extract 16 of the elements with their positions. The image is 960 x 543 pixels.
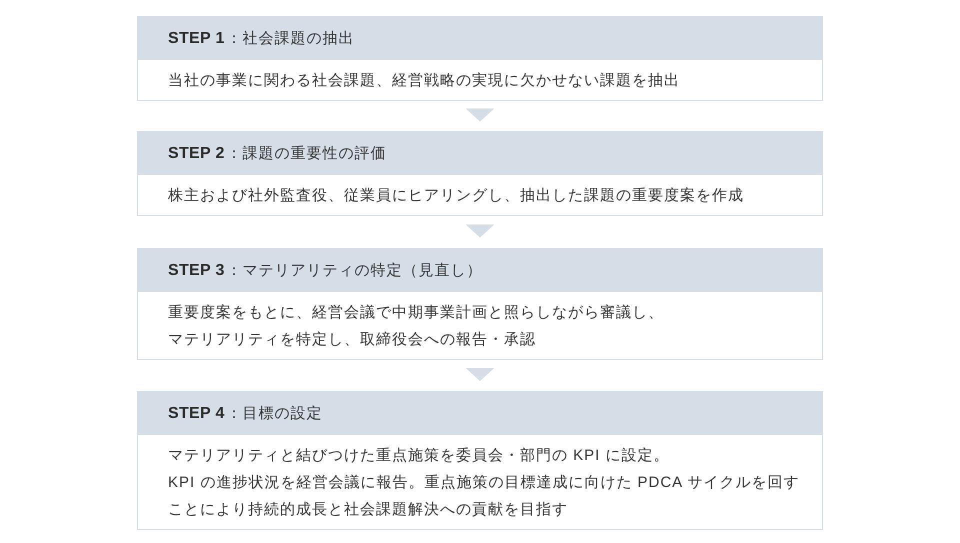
step-description: 当社の事業に関わる社会課題、経営戦略の実現に欠かせない課題を抽出 bbox=[168, 71, 680, 91]
step-heading: STEP 2：課題の重要性の評価 bbox=[138, 132, 822, 175]
step-heading: STEP 1：社会課題の抽出 bbox=[138, 17, 822, 60]
step-heading: STEP 4：目標の設定 bbox=[138, 392, 822, 435]
step-card bbox=[137, 391, 823, 530]
step-card bbox=[137, 131, 823, 216]
down-arrow bbox=[466, 224, 494, 238]
down-arrow bbox=[466, 108, 494, 122]
step-card bbox=[137, 248, 823, 360]
step-description: KPI の進捗状況を経営会議に報告。重点施策の目標達成に向けた PDCA サイクルを回すことにより持続的成長と社会課題解決への貢献を目指す bbox=[168, 473, 801, 520]
step-description: マテリアリティと結びつけた重点施策を委員会・部門の KPI に設定。 bbox=[168, 446, 670, 466]
step-description: 重要度案をもとに、経営会議で中期事業計画と照らしながら審議し、マテリアリティを特定し、取締役会への報告・承認 bbox=[168, 303, 665, 350]
step-heading: STEP 3：マテリアリティの特定（見直し） bbox=[138, 249, 822, 292]
step-card bbox=[137, 16, 823, 101]
down-arrow bbox=[466, 368, 494, 382]
step-description: 株主および社外監査役、従業員にヒアリングし、抽出した課題の重要度案を作成 bbox=[168, 186, 744, 206]
